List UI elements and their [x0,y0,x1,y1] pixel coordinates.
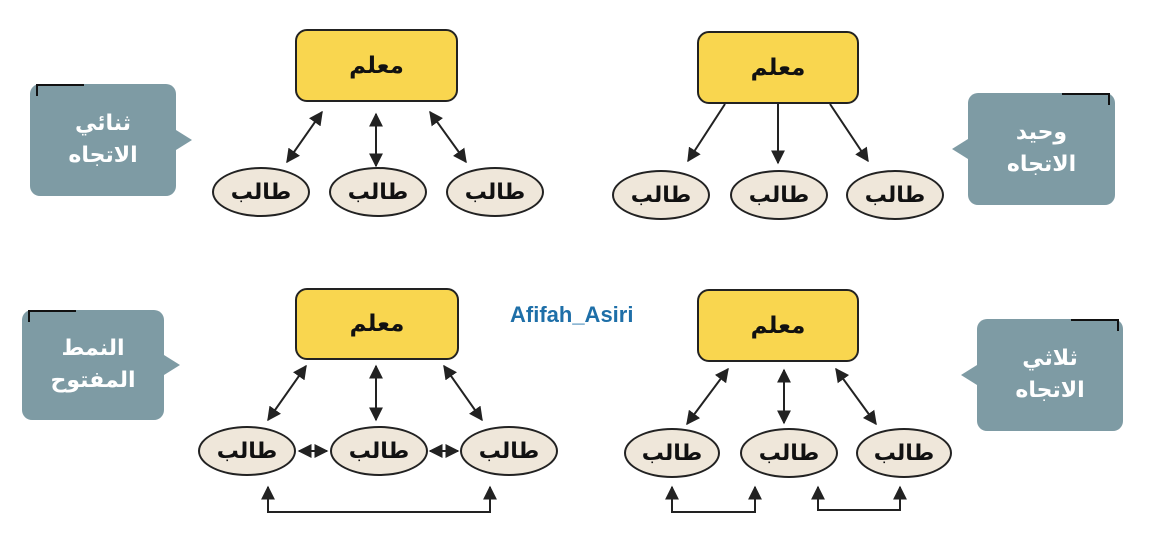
teacher-box: معلم [295,288,459,360]
bubble-corner [36,84,84,96]
bubble-corner [1071,319,1119,331]
link-three-way-right [811,485,907,511]
bubble-line: النمط [61,336,125,362]
bubble-line: الاتجاه [1015,378,1085,403]
arrow-one-way-1 [687,103,726,163]
student-ellipse: طالب [460,426,558,476]
link-three-way-left [665,485,762,513]
bubble-line: الاتجاه [1006,152,1077,177]
bubble-corner [1062,93,1110,105]
teacher-box: معلم [697,289,859,362]
student-ellipse: طالب [329,167,427,217]
arrow-open-1 [267,364,307,422]
student-ellipse: طالب [846,170,944,220]
bubble-line: الاتجاه [68,143,138,168]
student-ellipse: طالب [212,167,310,217]
teacher-box: معلم [697,31,859,104]
label-bubble-two-way: ثنائي الاتجاه [30,84,192,196]
student-ellipse: طالب [198,426,296,476]
bubble-line: وحيد [1015,120,1068,146]
bubble-corner [28,310,76,322]
arrow-two-way-1 [286,110,323,164]
bubble-line: ثنائي [74,111,132,137]
watermark-text: Afifah_Asiri [510,302,634,327]
bubble-line: ثلاثي [1022,346,1078,372]
student-ellipse: طالب [330,426,428,476]
arrow-three-way-1 [686,367,729,426]
arrow-open-3 [443,364,483,422]
link-open-outer [261,485,497,513]
student-ellipse: طالب [856,428,952,478]
label-bubble-three-way: ثلاثي الاتجاه [961,319,1123,431]
label-bubble-one-way: وحيد الاتجاه [952,93,1115,205]
arrow-one-way-3 [829,103,869,163]
student-ellipse: طالب [624,428,720,478]
label-bubble-open: النمط المفتوح [22,310,180,420]
student-ellipse: طالب [446,167,544,217]
bubble-line: المفتوح [50,368,136,393]
student-ellipse: طالب [730,170,828,220]
student-ellipse: طالب [740,428,838,478]
arrow-two-way-3 [429,110,467,164]
teacher-box: معلم [295,29,458,102]
arrow-three-way-3 [835,367,877,426]
student-ellipse: طالب [612,170,710,220]
